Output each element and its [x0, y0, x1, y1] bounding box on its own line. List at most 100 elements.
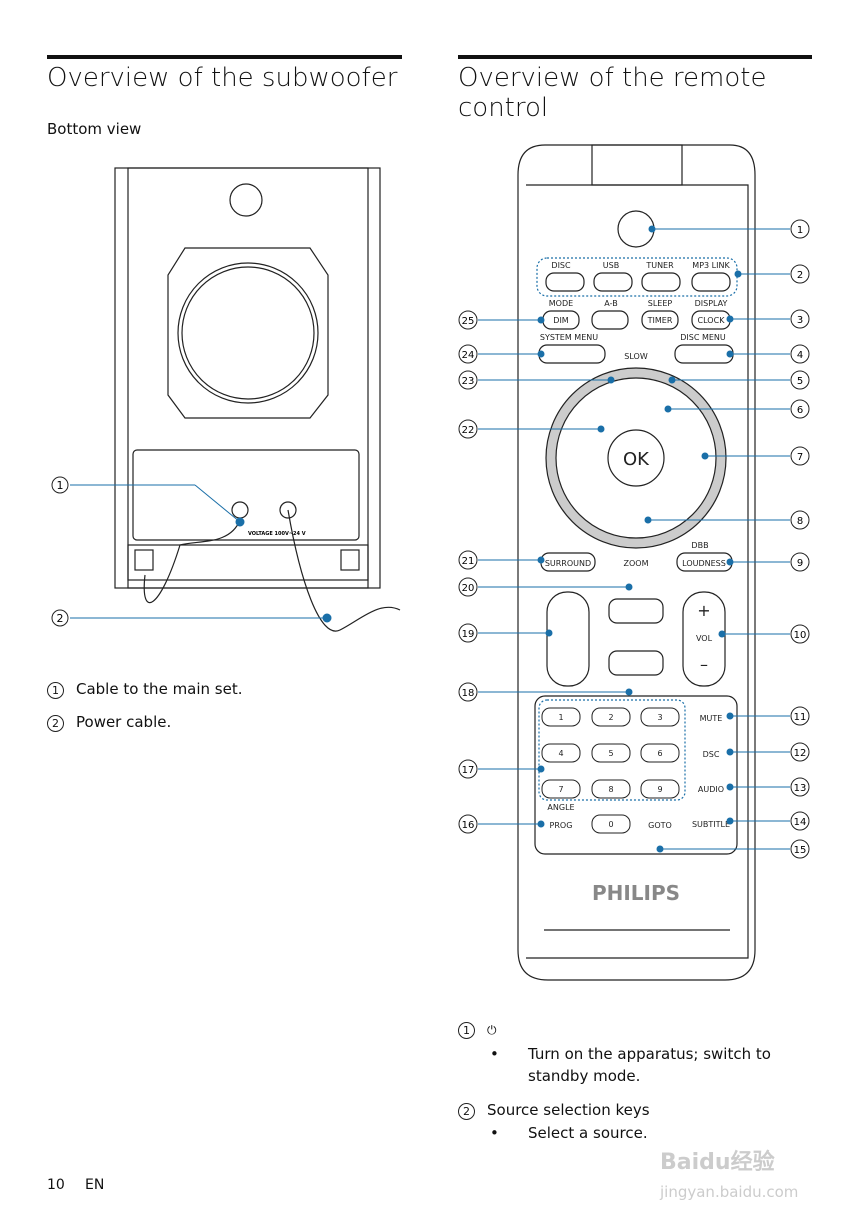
remote-label-disc[interactable]: DISC	[551, 261, 571, 270]
watermark-url: jingyan.baidu.com	[660, 1183, 799, 1201]
digit-button[interactable]	[640, 779, 680, 799]
digit-button[interactable]	[640, 707, 680, 727]
callout-22: 22	[458, 419, 605, 439]
svg-text:14: 14	[794, 817, 807, 828]
remote-label-minus[interactable]: –	[700, 655, 708, 674]
svg-text:20: 20	[462, 583, 475, 594]
svg-text:25: 25	[462, 316, 475, 327]
callout-21: 21	[458, 550, 545, 570]
callout-5: 5	[668, 370, 810, 390]
page-number: 10	[47, 1177, 65, 1193]
svg-text:21: 21	[462, 556, 475, 567]
title-rule	[47, 55, 402, 59]
svg-text:8: 8	[797, 516, 803, 527]
remote-label-ok[interactable]: OK	[623, 449, 650, 470]
svg-text:13: 13	[794, 783, 807, 794]
digit-button[interactable]	[591, 743, 631, 763]
title-rule	[458, 55, 812, 59]
remote-label-dsc[interactable]: DSC	[703, 750, 720, 759]
digit-label: 1	[558, 713, 563, 722]
remote-label-sleep[interactable]: SLEEP	[648, 299, 673, 308]
svg-text:3: 3	[797, 315, 803, 326]
callout-6: 6	[664, 399, 810, 419]
svg-text:9: 9	[797, 558, 803, 569]
remote-label-dbb[interactable]: DBB	[691, 541, 708, 550]
digit-button[interactable]	[541, 779, 581, 799]
callout-19: 19	[458, 623, 553, 643]
remote-label-angle[interactable]: ANGLE	[547, 803, 574, 812]
callout-15: 15	[656, 839, 810, 859]
remote-label-prog[interactable]: PROG	[550, 821, 573, 830]
subwoofer-illustration	[114, 167, 401, 632]
remote-label-plus[interactable]: +	[697, 601, 710, 620]
remote-label-surround[interactable]: SURROUND	[545, 559, 591, 568]
callout-13: 13	[726, 777, 810, 797]
subtitle: Bottom view	[47, 120, 142, 138]
callout-14: 14	[726, 811, 810, 831]
digit-button[interactable]	[541, 707, 581, 727]
digit-label: 3	[657, 713, 662, 722]
callout-17: 17	[458, 759, 545, 779]
svg-text:11: 11	[794, 712, 807, 723]
remote-label-slow[interactable]: SLOW	[624, 352, 648, 361]
callout-3: 3	[726, 309, 810, 329]
callout-24: 24	[458, 344, 545, 364]
section-title: Overview of the remote control	[458, 63, 767, 123]
remote-label-mp3[interactable]: MP3 LINK	[692, 261, 730, 270]
digit-button[interactable]	[541, 743, 581, 763]
callout-number: 2	[57, 612, 64, 625]
digit-button[interactable]	[591, 814, 631, 834]
remote-illustration	[517, 144, 756, 981]
remote-label-vol[interactable]: VOL	[696, 634, 713, 643]
svg-text:2: 2	[797, 270, 803, 281]
svg-text:23: 23	[462, 376, 475, 387]
remote-label-audio[interactable]: AUDIO	[698, 785, 724, 794]
remote-label-clock[interactable]: CLOCK	[698, 316, 726, 325]
svg-text:22: 22	[462, 425, 475, 436]
remote-label-brand: PHILIPS	[592, 881, 680, 905]
callout-4: 4	[726, 344, 810, 364]
remote-label-sysmenu[interactable]: SYSTEM MENU	[540, 333, 598, 342]
callout-number: 1	[57, 479, 64, 492]
remote-label-ab[interactable]: A-B	[604, 299, 617, 308]
section-title: Overview of the subwoofer	[47, 63, 398, 93]
bullet: •Select a source.	[490, 1124, 648, 1142]
svg-text:10: 10	[794, 630, 807, 641]
digit-label: 0	[608, 820, 613, 829]
svg-text:15: 15	[794, 845, 807, 856]
remote-label-dim[interactable]: DIM	[553, 316, 569, 325]
digit-label: 5	[608, 749, 613, 758]
remote-label-loudness[interactable]: LOUDNESS	[682, 559, 726, 568]
language: EN	[85, 1177, 105, 1193]
digit-button[interactable]	[591, 707, 631, 727]
callout-16: 16	[458, 814, 545, 834]
remote-label-discmenu[interactable]: DISC MENU	[680, 333, 726, 342]
remote-label-timer[interactable]: TIMER	[647, 316, 673, 325]
remote-label-mode[interactable]: MODE	[549, 299, 573, 308]
digit-label: 9	[657, 785, 662, 794]
digit-button[interactable]	[640, 743, 680, 763]
svg-text:16: 16	[462, 820, 475, 831]
digit-label: 4	[558, 749, 563, 758]
remote-label-usb[interactable]: USB	[603, 261, 619, 270]
callout-20: 20	[458, 577, 633, 597]
digit-button[interactable]	[591, 779, 631, 799]
callout-1: 1	[648, 219, 810, 239]
digit-label: 7	[558, 785, 563, 794]
svg-text:19: 19	[462, 629, 475, 640]
remote-label-goto[interactable]: GOTO	[648, 821, 672, 830]
remote-label-zoom[interactable]: ZOOM	[624, 559, 649, 568]
svg-text:1: 1	[797, 225, 803, 236]
remote-label-tuner[interactable]: TUNER	[645, 261, 674, 270]
remote-label-mute[interactable]: MUTE	[700, 714, 723, 723]
callout-18: 18	[458, 682, 633, 702]
callout-9: 9	[726, 552, 810, 572]
remote-label-display[interactable]: DISPLAY	[695, 299, 728, 308]
remote-label-subtitle[interactable]: SUBTITLE	[692, 820, 730, 829]
svg-text:12: 12	[794, 748, 807, 759]
digit-label: 6	[657, 749, 662, 758]
